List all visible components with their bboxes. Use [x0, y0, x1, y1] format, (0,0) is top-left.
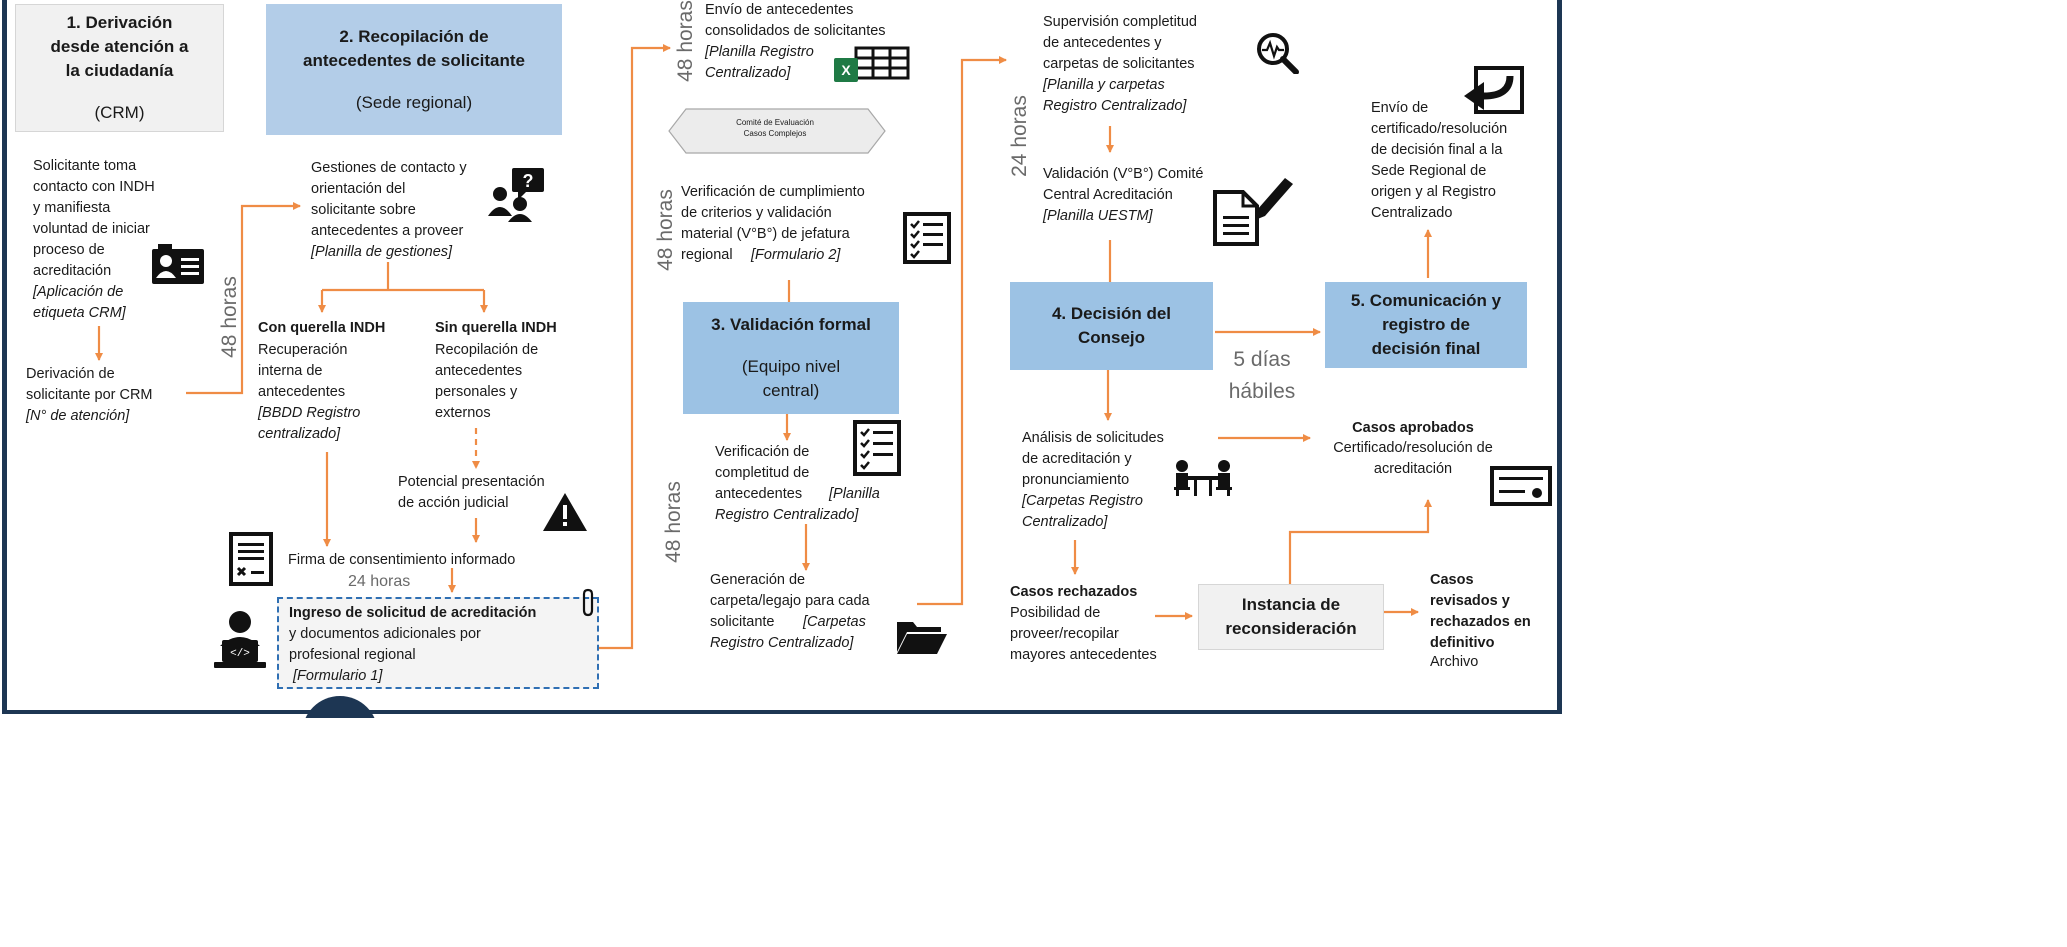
carpeta-ref-b: Registro Centralizado] — [710, 635, 854, 651]
developer-laptop-icon: </> — [214, 611, 266, 668]
meeting-table-icon — [1174, 460, 1232, 496]
aprobados-title: Casos aprobados — [1352, 420, 1474, 436]
step2-box: 2. Recopilación de antecedentes de solic… — [266, 4, 562, 135]
accion-judicial-text: Potencial presentación de acción judicia… — [398, 474, 545, 511]
analisis-ref: [Carpetas Registro Centralizado] — [1022, 493, 1143, 530]
firma-text: Firma de consentimiento informado — [288, 552, 516, 568]
step4-title: 4. Decisión del Consejo — [1051, 304, 1172, 347]
arrow-carpeta-supervision — [917, 56, 1007, 606]
verif-text: Verificación de cumplimiento de criterio… — [681, 184, 865, 263]
validacion-ref: [Planilla UESTM] — [1043, 208, 1153, 224]
con-querella-title: Con querella INDH — [258, 320, 386, 336]
rechazados-title: Casos rechazados — [1010, 584, 1138, 600]
derivacion-text: Derivación de solicitante por CRM — [26, 366, 153, 403]
step2-title: 2. Recopilación de antecedentes de solic… — [302, 26, 526, 70]
hours-col3-top: 48 horas — [674, 0, 697, 82]
derivacion-ref: [N° de atención] — [26, 408, 130, 424]
warning-icon — [543, 493, 587, 531]
solicitante-text: Solicitante toma contacto con INDH y man… — [33, 158, 155, 279]
step5-box: 5. Comunicación y registro de decisión f… — [1325, 282, 1527, 368]
arrow-derivacion-gestiones — [186, 202, 301, 395]
step3-subtitle: (Equipo nivel central) — [741, 357, 841, 400]
solicitante-ref: [Aplicación de etiqueta CRM] — [33, 284, 126, 321]
sin-querella-text: Recopilación de antecedentes personales … — [435, 342, 539, 421]
step4-box: 4. Decisión del Consejo — [1010, 282, 1213, 370]
decorative-circle — [305, 696, 375, 718]
carpeta-ref-a: [Carpetas — [803, 614, 866, 630]
hours-col3-mid: 48 horas — [654, 189, 677, 271]
aprobados-text: Certificado/resolución de acreditación — [1333, 440, 1493, 477]
folder-icon — [897, 622, 947, 654]
envio-final-text: Envío de certificado/resolución de decis… — [1371, 100, 1508, 221]
svg-text:X: X — [841, 62, 851, 78]
comite-hexagon — [668, 108, 886, 154]
analisis-text: Análisis de solicitudes de acreditación … — [1022, 430, 1164, 488]
magnifier-pulse-icon — [1257, 33, 1299, 74]
hours-col4: 24 horas — [1008, 95, 1031, 177]
supervision-ref: [Planilla y carpetas Registro Centraliza… — [1043, 77, 1187, 114]
hours-col3-bottom: 48 horas — [662, 481, 685, 563]
completitud-text: Verificación de completitud de anteceden… — [715, 444, 810, 502]
ingreso-ref: [Formulario 1] — [293, 668, 383, 684]
comite-label: Comité de Evaluación Casos Complejos — [736, 118, 814, 138]
completitud-ref-a: [Planilla — [829, 486, 880, 502]
signed-document-icon — [1213, 178, 1293, 246]
checklist-icon — [903, 212, 951, 264]
rechazados-text: Posibilidad de proveer/recopilar mayores… — [1010, 605, 1157, 663]
certificate-icon — [1490, 466, 1552, 506]
step1-box: 1. Derivación desde atención a la ciudad… — [15, 4, 224, 132]
con-querella-ref: [BBDD Registro centralizado] — [258, 405, 361, 442]
step2-subtitle: (Sede regional) — [355, 92, 473, 112]
sin-querella-title: Sin querella INDH — [435, 320, 557, 336]
revisados-title: Casos revisados y rechazados en definiti… — [1430, 572, 1531, 651]
step3-title: 3. Validación formal — [711, 315, 871, 334]
step1-title: 1. Derivación desde atención a la ciudad… — [50, 13, 189, 80]
dias-habiles: 5 días hábiles — [1228, 348, 1296, 403]
ingreso-box — [277, 597, 599, 689]
step1-subtitle: (CRM) — [94, 103, 145, 122]
svg-text:</>: </> — [230, 648, 250, 660]
revisados-text: Archivo — [1430, 654, 1479, 670]
gestiones-ref: [Planilla de gestiones] — [311, 244, 453, 260]
carpeta-text: Generación de carpeta/legajo para cada s… — [710, 572, 870, 630]
document-list-icon — [229, 532, 273, 586]
ingreso-title: Ingreso de solicitud de acreditación — [289, 605, 537, 621]
checklist-icon — [853, 420, 901, 476]
excel-table-icon: X — [834, 46, 910, 82]
diagram-frame — [2, 0, 1562, 714]
step5-title: 5. Comunicación y registro de decisión f… — [1350, 291, 1502, 358]
paperclip-icon — [582, 588, 594, 617]
envio-ref: [Planilla Registro Centralizado] — [705, 44, 814, 81]
hours-24-firma: 24 horas — [348, 573, 411, 590]
gestiones-text: Gestiones de contacto y orientación del … — [311, 160, 467, 239]
id-card-icon — [152, 244, 204, 284]
reconsideracion-box: Instancia de reconsideración — [1198, 584, 1384, 650]
reconsideracion-title: Instancia de reconsideración — [1225, 595, 1357, 638]
flow-arrows — [95, 44, 1432, 650]
hours-col1: 48 horas — [218, 276, 241, 358]
support-question-icon: ? — [488, 168, 544, 222]
validacion-text: Validación (V°B°) Comité Central Acredit… — [1043, 166, 1204, 203]
return-arrow-icon — [1464, 66, 1524, 114]
supervision-text: Supervisión completitud de antecedentes … — [1043, 14, 1197, 72]
arrow-ingreso-envio — [598, 44, 671, 650]
verif-ref: [Formulario 2] — [751, 247, 841, 263]
svg-text:?: ? — [523, 171, 534, 191]
con-querella-text: Recuperación interna de antecedentes — [258, 342, 348, 400]
envio-text: Envío de antecedentes consolidados de so… — [705, 2, 886, 39]
ingreso-text: y documentos adicionales por profesional… — [289, 626, 481, 663]
completitud-ref-b: Registro Centralizado] — [715, 507, 859, 523]
step3-box: 3. Validación formal (Equipo nivel centr… — [683, 302, 899, 414]
